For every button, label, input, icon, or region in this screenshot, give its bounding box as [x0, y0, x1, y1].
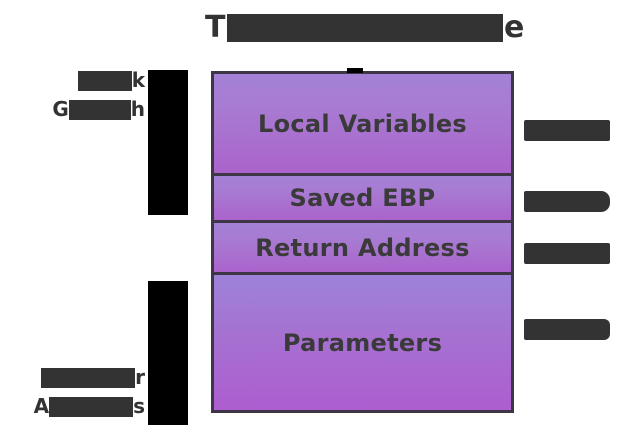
stack-top-pointer-notch	[347, 68, 363, 73]
stack-row-label: Parameters	[282, 328, 443, 357]
stack-row-label: Saved EBP	[289, 184, 436, 212]
address-label-redaction-bar-4	[524, 319, 610, 340]
higher-addresses-line1-redaction-bar	[41, 367, 136, 388]
stack-growth-line2-redaction-bar	[68, 99, 131, 120]
higher-addresses-line2-prefix: A	[33, 394, 50, 418]
page-title: T e	[205, 10, 525, 45]
higher-addresses-label: r A s	[0, 363, 145, 421]
address-label-redaction-bar-1	[524, 120, 610, 141]
stack-frame-box: Local Variables Saved EBP Return Address…	[211, 71, 514, 413]
title-visible-suffix: e	[503, 10, 525, 45]
higher-addresses-line2: A s	[0, 392, 145, 421]
higher-addresses-line1-suffix: r	[135, 365, 145, 389]
stack-row-local-variables: Local Variables	[211, 71, 514, 176]
address-label-redaction-bar-2	[524, 191, 610, 212]
stack-growth-line2-suffix: h	[130, 97, 145, 121]
stack-growth-line1-redaction-bar	[77, 70, 132, 91]
higher-addresses-line2-suffix: s	[133, 394, 145, 418]
stack-growth-line2-prefix: G	[52, 97, 69, 121]
higher-addresses-arrow-bar	[148, 281, 188, 425]
stack-growth-label: k G h	[0, 66, 145, 124]
stack-growth-arrow-bar	[148, 70, 188, 215]
stack-row-saved-ebp: Saved EBP	[211, 173, 514, 223]
stack-row-label: Return Address	[255, 233, 470, 262]
stack-row-return-address: Return Address	[211, 220, 514, 275]
title-visible-prefix: T	[205, 10, 226, 45]
address-label-redaction-bar-3	[524, 243, 610, 264]
title-redaction-bar	[226, 13, 503, 42]
stack-growth-line1-suffix: k	[131, 68, 145, 92]
stack-row-label: Local Variables	[258, 109, 467, 138]
stack-growth-line2: G h	[0, 95, 145, 124]
stack-growth-line1: k	[0, 66, 145, 95]
higher-addresses-line1: r	[0, 363, 145, 392]
stack-row-parameters: Parameters	[211, 272, 514, 413]
higher-addresses-line2-redaction-bar	[49, 396, 134, 417]
